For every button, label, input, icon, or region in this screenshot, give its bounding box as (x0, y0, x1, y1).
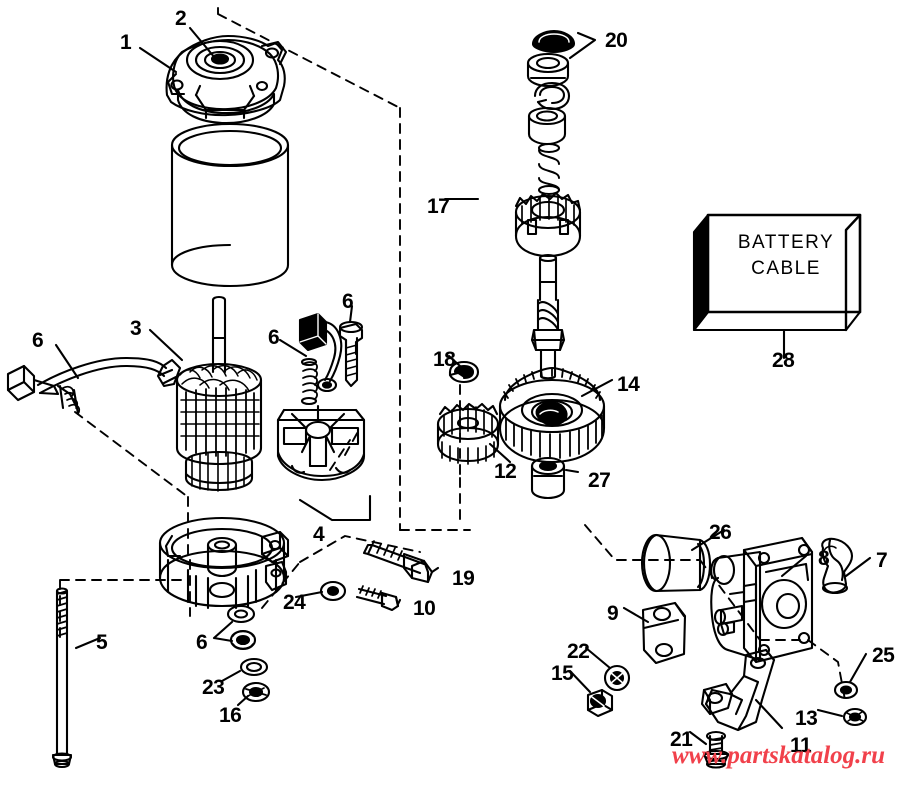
callout-19: 19 (452, 567, 475, 590)
part-solenoid-hardware (833, 680, 868, 727)
part-bushing-lower (530, 456, 566, 500)
callout-24: 24 (283, 591, 306, 614)
part-nut-washer-set (586, 664, 631, 718)
callout-2: 2 (175, 7, 187, 30)
callout-11: 11 (790, 734, 812, 757)
part-drive-gear (498, 366, 606, 464)
part-field-housing (170, 122, 290, 288)
callout-15: 15 (551, 662, 574, 685)
site-watermark: www.partskatalog.ru (672, 742, 886, 769)
callout-6-washer: 6 (196, 631, 208, 654)
part-drive-end-cap (165, 34, 288, 125)
callout-5: 5 (96, 631, 108, 654)
callout-21: 21 (670, 728, 693, 751)
battery-cable-label-line2: CABLE (751, 258, 821, 279)
part-solenoid (710, 536, 814, 664)
callout-10: 10 (413, 597, 436, 620)
part-commutator-end-frame (158, 516, 290, 610)
callout-3: 3 (130, 317, 142, 340)
callout-20: 20 (605, 29, 628, 52)
callout-18: 18 (433, 348, 456, 371)
part-armature (175, 295, 263, 492)
callout-23: 23 (202, 676, 225, 699)
callout-28: 28 (772, 349, 795, 372)
part-battery-cable-box (692, 213, 862, 332)
callout-16: 16 (219, 704, 242, 727)
callout-25: 25 (872, 644, 895, 667)
part-hardware-stack (226, 604, 271, 703)
callout-27: 27 (588, 469, 611, 492)
callout-6-screw: 6 (342, 290, 354, 313)
callout-4: 4 (313, 523, 325, 546)
callout-12: 12 (494, 460, 517, 483)
part-through-bolt (51, 587, 73, 769)
callout-6-brush: 6 (268, 326, 280, 349)
part-rubber-boot (640, 533, 712, 593)
callout-22: 22 (567, 640, 590, 663)
callout-14: 14 (617, 373, 640, 396)
part-drive-assembly (514, 106, 582, 380)
part-drive-cap-group (526, 29, 576, 111)
callout-1: 1 (120, 31, 132, 54)
callout-leader-lines (54, 26, 872, 746)
assembly-guide-lines (59, 7, 846, 701)
callout-17: 17 (427, 195, 450, 218)
callout-13: 13 (795, 707, 818, 730)
callout-7: 7 (876, 549, 888, 572)
part-retaining-ring (448, 360, 480, 384)
part-terminal-cap (821, 537, 854, 595)
part-brush-holder (276, 404, 366, 482)
battery-cable-label-line1: BATTERY (737, 232, 835, 253)
callout-26: 26 (709, 521, 732, 544)
part-brush-set (298, 312, 364, 406)
callout-6-cable: 6 (32, 329, 44, 352)
callout-9: 9 (607, 602, 619, 625)
part-mounting-bracket (700, 648, 776, 732)
callout-8: 8 (818, 547, 830, 570)
part-clamp-strap (641, 601, 687, 665)
part-bracket-screw (702, 730, 730, 769)
part-brush-lead-cable (6, 356, 182, 416)
part-bolts (319, 540, 434, 612)
